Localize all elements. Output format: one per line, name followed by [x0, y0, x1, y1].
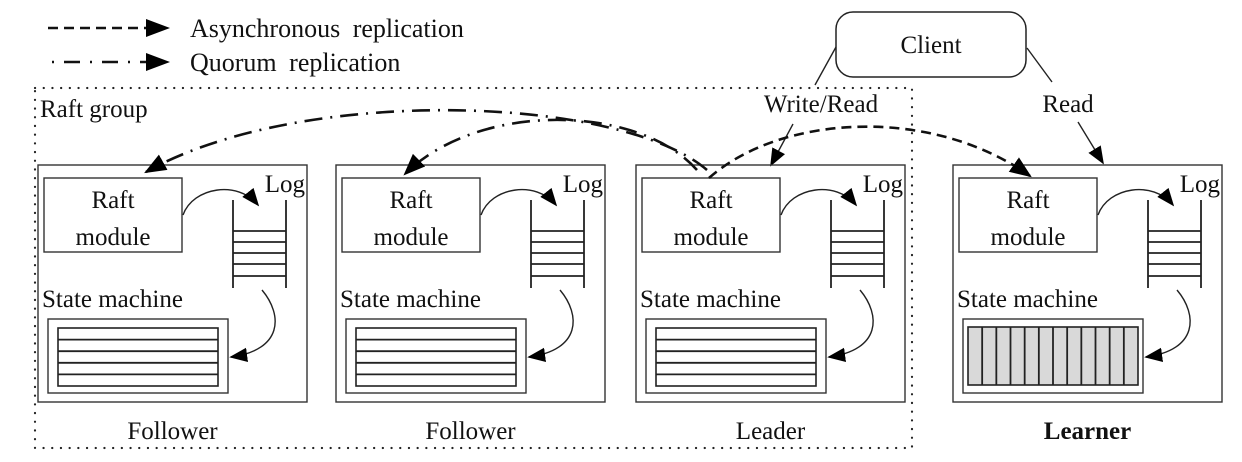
write-read-label: Write/Read	[764, 91, 879, 118]
apply-to-state-machine-arrow	[827, 289, 874, 362]
raft-module-box	[341, 177, 481, 253]
log-label: Log	[863, 171, 904, 198]
state-machine-label: State machine	[640, 286, 781, 313]
legend-item-quorum: Quorum replication	[52, 48, 400, 77]
state-machine-label: State machine	[340, 286, 481, 313]
append-log-arrow	[780, 187, 858, 216]
read-label: Read	[1042, 91, 1094, 118]
raft-module-box	[641, 177, 781, 253]
state-machine-label: State machine	[957, 286, 1098, 313]
log-entries-icon	[530, 200, 585, 288]
write-read-arrow	[770, 123, 794, 167]
legend-item-async: Asynchronous replication	[48, 14, 464, 43]
client: Client	[835, 11, 1027, 78]
raft-module-label-line2: module	[674, 224, 749, 251]
client-label: Client	[900, 32, 961, 59]
append-log-arrow	[480, 187, 558, 216]
row-store-icon	[355, 327, 517, 387]
log-label: Log	[563, 171, 604, 198]
raft-module-label-line1: Raft	[689, 187, 732, 214]
raft-module-label-line1: Raft	[91, 187, 134, 214]
raft-group-label: Raft group	[40, 96, 148, 123]
state-machine-box	[645, 318, 827, 394]
node-role-label: Follower	[425, 418, 516, 445]
client-box	[835, 11, 1027, 78]
raft-group-boundary	[33, 86, 914, 450]
async-replication-arc-learner	[708, 125, 1032, 179]
node-box	[635, 164, 906, 403]
legend: Asynchronous replication Quorum replicat…	[48, 14, 464, 77]
apply-to-state-machine-arrow	[229, 289, 276, 362]
row-store-icon	[57, 327, 219, 387]
log-label: Log	[1180, 171, 1221, 198]
node-box	[37, 164, 308, 403]
read-arrow	[1077, 121, 1104, 165]
arrowhead-icon	[146, 53, 170, 71]
log-entries-icon	[1147, 200, 1202, 288]
client-to-leader-line	[814, 46, 837, 86]
raft-module-label-line1: Raft	[1006, 187, 1049, 214]
raft-module-box	[43, 177, 183, 253]
state-machine-box	[962, 318, 1144, 394]
apply-to-state-machine-arrow	[527, 289, 574, 362]
raft-module-label-line2: module	[76, 224, 151, 251]
state-machine-box	[47, 318, 229, 394]
legend-label-async: Asynchronous replication	[190, 14, 464, 43]
raft-module-box	[958, 177, 1098, 253]
state-machine-box	[345, 318, 527, 394]
apply-to-state-machine-arrow	[1144, 289, 1191, 362]
log-entries-icon	[830, 200, 885, 288]
raft-module-label-line1: Raft	[389, 187, 432, 214]
node-role-label: Follower	[127, 418, 218, 445]
node-box	[335, 164, 606, 403]
quorum-replication-arc-follower-2	[403, 118, 698, 176]
column-store-icon	[967, 326, 1139, 386]
row-store-icon	[655, 327, 817, 387]
append-log-arrow	[1097, 187, 1175, 216]
arrowhead-icon	[146, 19, 170, 37]
log-label: Log	[265, 171, 306, 198]
state-machine-label: State machine	[42, 286, 183, 313]
node-box	[952, 164, 1223, 403]
legend-label-quorum: Quorum replication	[190, 48, 400, 77]
client-to-learner-line	[1026, 47, 1053, 83]
quorum-replication-arc-follower-1	[144, 108, 708, 174]
log-entries-icon	[232, 200, 287, 288]
raft-module-label-line2: module	[991, 224, 1066, 251]
append-log-arrow	[182, 187, 260, 216]
raft-module-label-line2: module	[374, 224, 449, 251]
node-role-label: Learner	[1044, 418, 1131, 445]
node-role-label: Leader	[736, 418, 806, 445]
